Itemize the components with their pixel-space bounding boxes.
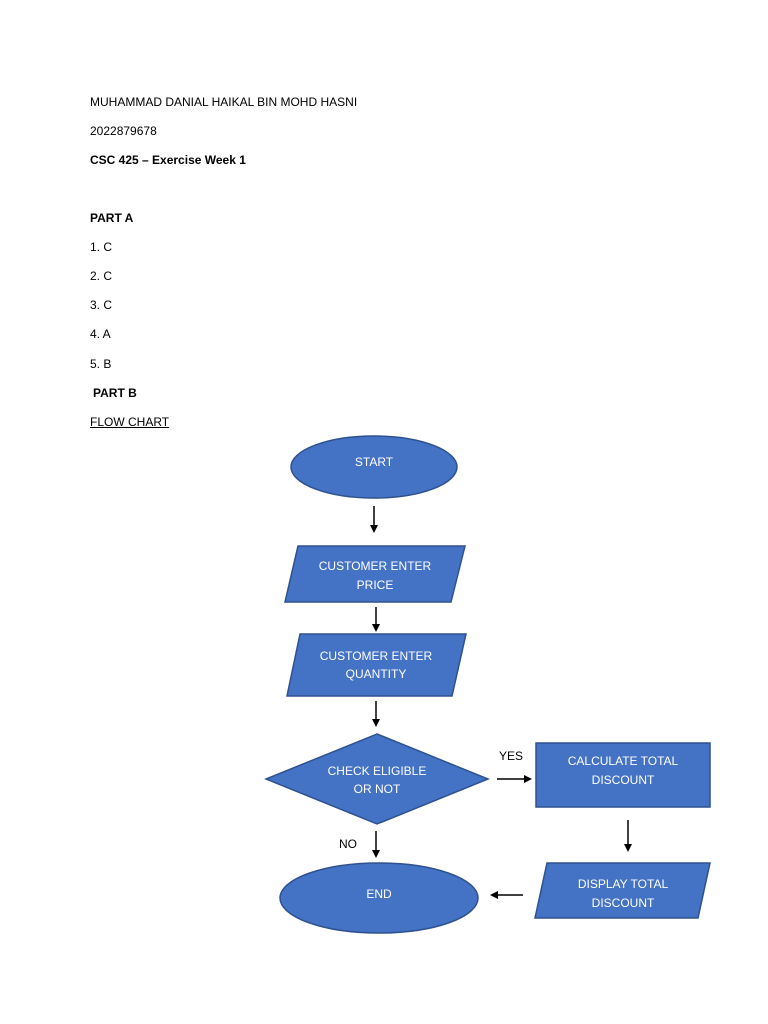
student-id: 2022879678 bbox=[90, 124, 157, 138]
check-eligible-label-line1: CHECK ELIGIBLE bbox=[328, 764, 427, 778]
enter-price-label-line1: CUSTOMER ENTER bbox=[319, 559, 432, 573]
flow-chart-heading: FLOW CHART bbox=[90, 415, 170, 429]
part-a-heading: PART A bbox=[90, 211, 134, 225]
end-node: END bbox=[279, 862, 479, 934]
calculate-discount-node: CALCULATE TOTAL DISCOUNT bbox=[535, 742, 711, 808]
answer-item: 2. C bbox=[90, 269, 113, 283]
end-label: END bbox=[366, 887, 392, 901]
answer-item: 3. C bbox=[90, 298, 113, 312]
calculate-label-line1: CALCULATE TOTAL bbox=[568, 754, 679, 768]
display-label-line1: DISPLAY TOTAL bbox=[578, 877, 669, 891]
display-discount-node: DISPLAY TOTAL DISCOUNT bbox=[534, 862, 711, 919]
enter-quantity-node: CUSTOMER ENTER QUANTITY bbox=[286, 633, 467, 697]
enter-price-node: CUSTOMER ENTER PRICE bbox=[284, 545, 466, 603]
part-b-heading: PART B bbox=[93, 386, 137, 400]
enter-quantity-label-line1: CUSTOMER ENTER bbox=[320, 649, 433, 663]
check-eligible-label-line2: OR NOT bbox=[354, 782, 401, 796]
answer-item: 5. B bbox=[90, 357, 112, 371]
yes-label: YES bbox=[499, 749, 523, 763]
answer-item: 4. A bbox=[90, 327, 111, 341]
course-title: CSC 425 – Exercise Week 1 bbox=[90, 153, 246, 167]
start-label: START bbox=[355, 455, 394, 469]
calculate-label-line2: DISCOUNT bbox=[592, 773, 655, 787]
start-node: START bbox=[290, 435, 458, 499]
enter-quantity-label-line2: QUANTITY bbox=[346, 667, 407, 681]
check-eligible-node: CHECK ELIGIBLE OR NOT bbox=[264, 733, 490, 825]
enter-price-label-line2: PRICE bbox=[357, 578, 394, 592]
student-name: MUHAMMAD DANIAL HAIKAL BIN MOHD HASNI bbox=[90, 95, 358, 109]
answer-item: 1. C bbox=[90, 240, 113, 254]
no-label: NO bbox=[339, 837, 357, 851]
display-label-line2: DISCOUNT bbox=[592, 896, 655, 910]
